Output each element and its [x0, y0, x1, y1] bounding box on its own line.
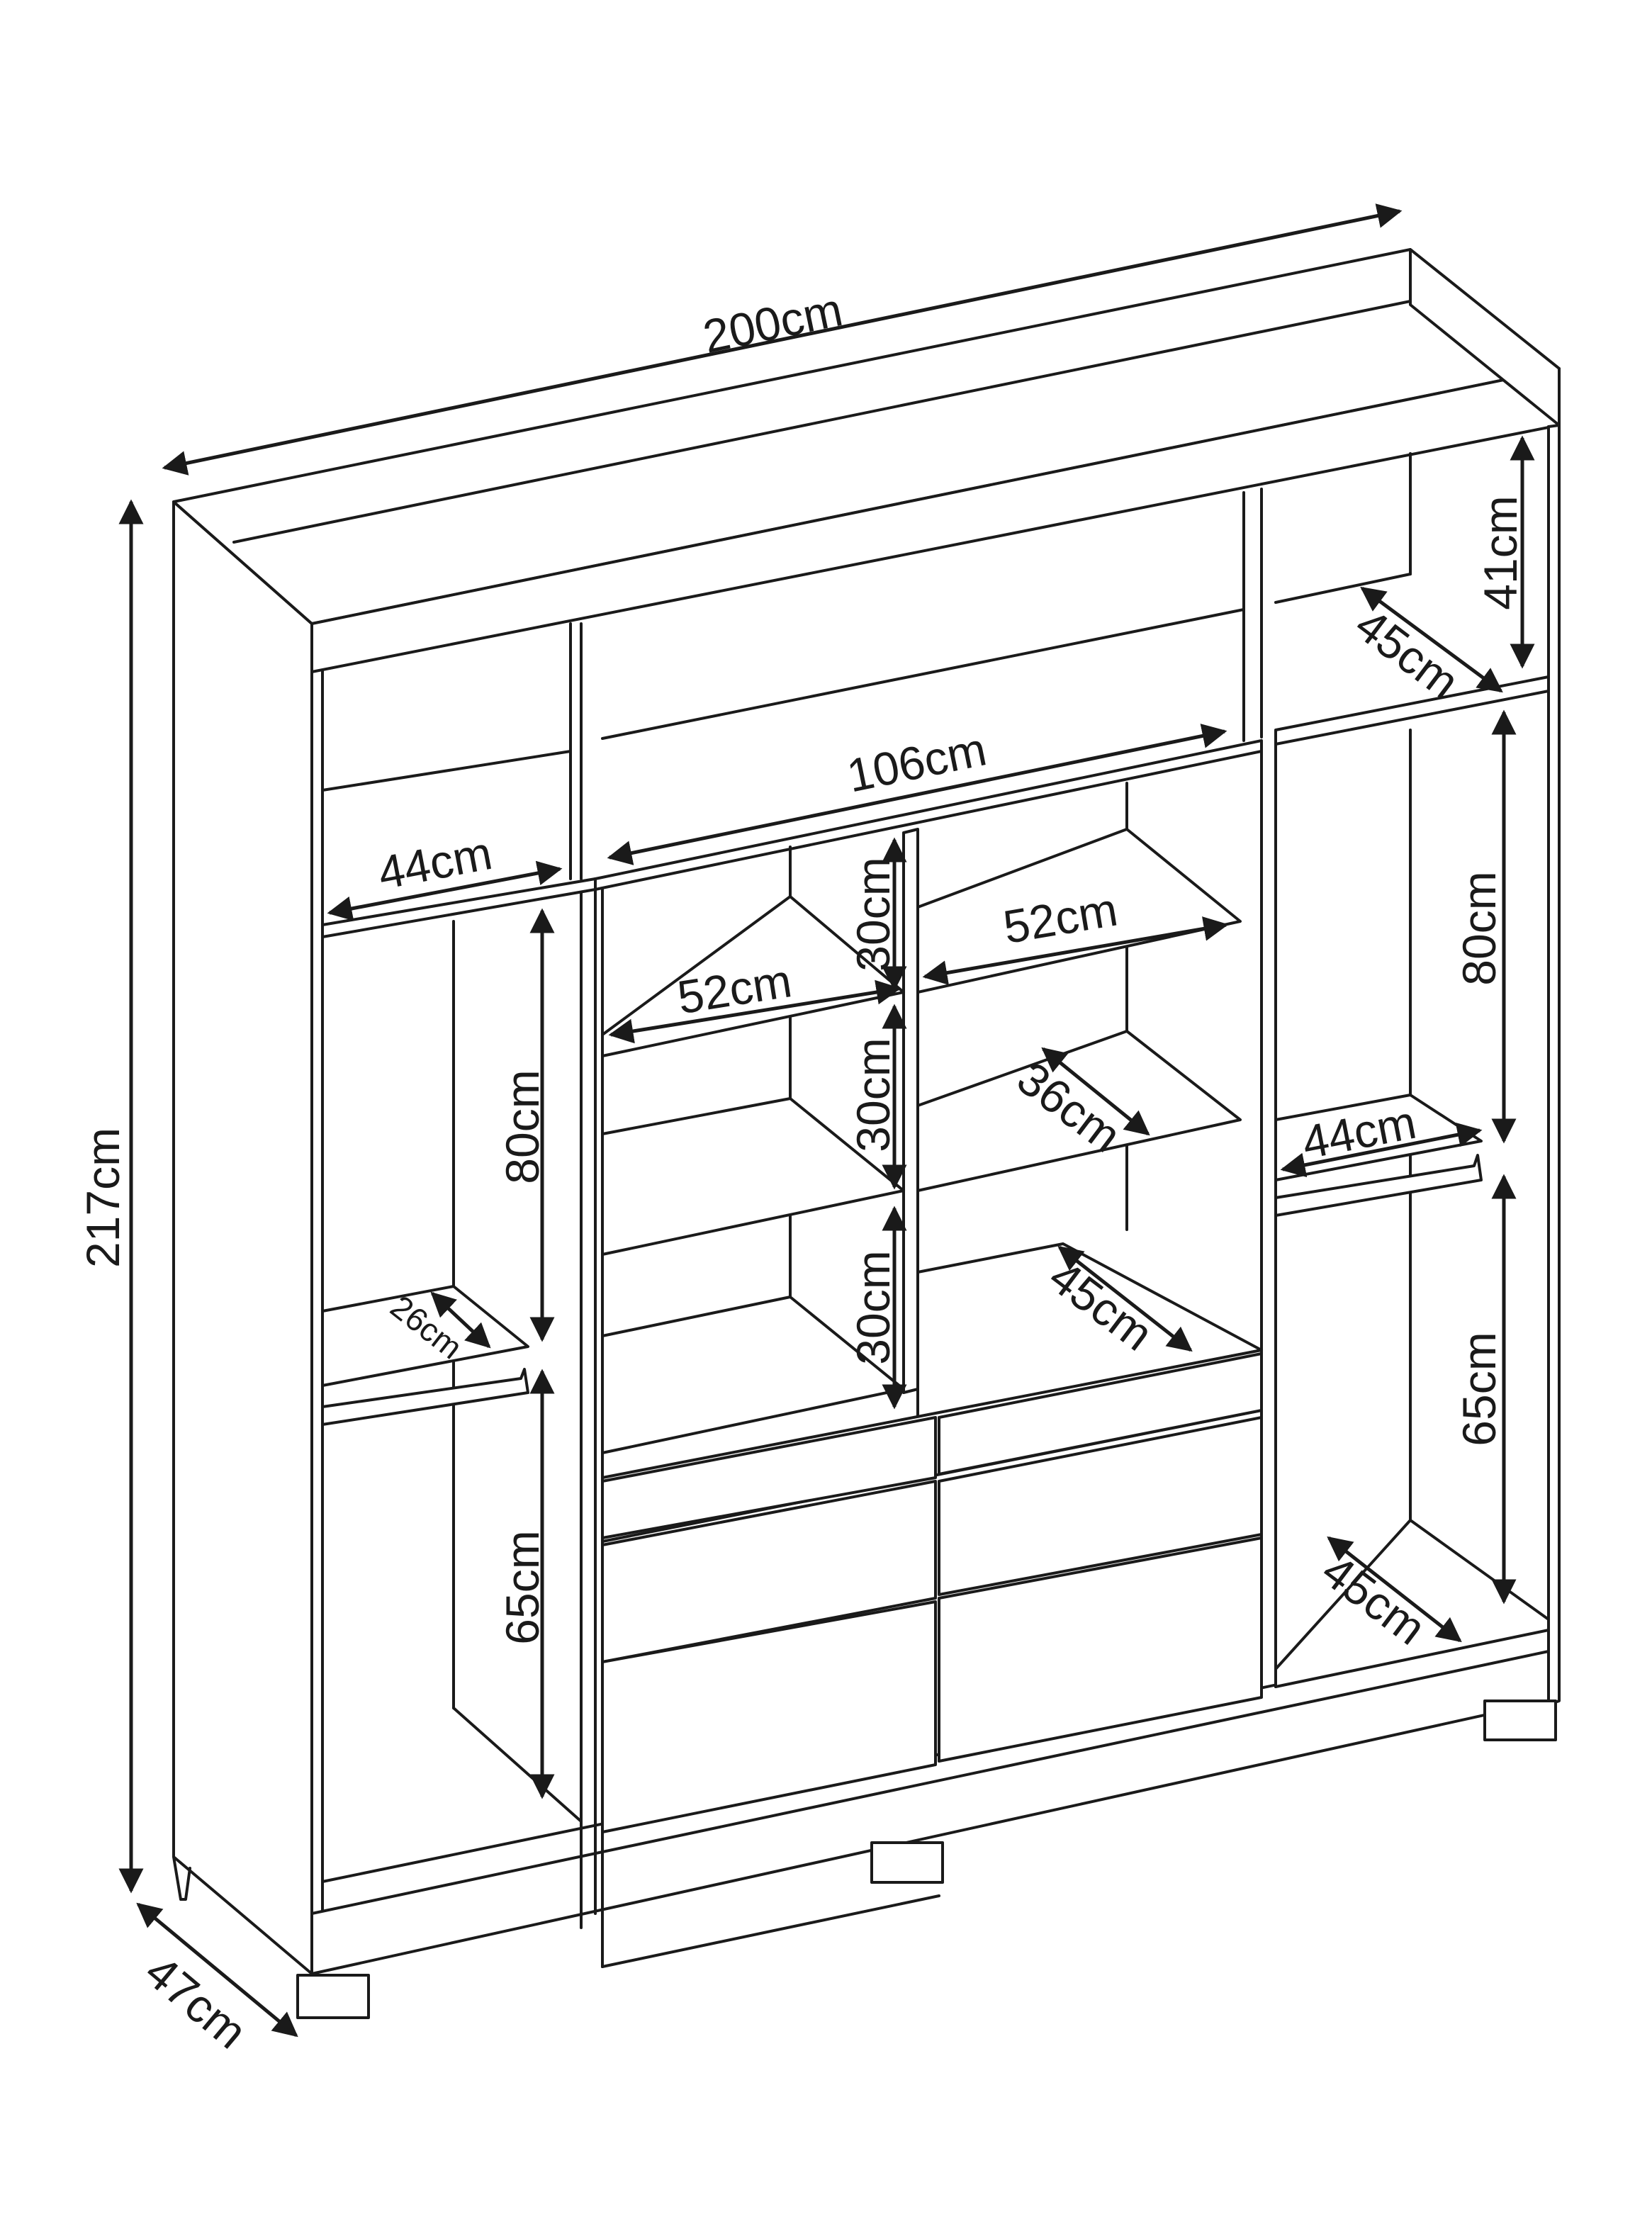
dimension-arrows	[118, 203, 1535, 2038]
foot-back-left	[172, 1855, 191, 1901]
label-total-height: 217cm	[77, 1128, 129, 1268]
center-left-shelf-2	[601, 1097, 905, 1256]
dim-arrow-total-width	[162, 203, 1403, 476]
label-top-right-height: 41cm	[1474, 495, 1527, 609]
dim-arrow-center-left-shelf	[608, 979, 901, 1044]
foot-left	[296, 1974, 370, 2019]
label-center-gap-1: 30cm	[847, 857, 899, 971]
label-left-lower-height: 65cm	[496, 1530, 549, 1644]
left-floor-edge	[452, 1707, 583, 1823]
label-left-top-shelf: 44cm	[373, 826, 495, 899]
left-side-panel	[172, 500, 313, 1975]
center-back-line	[601, 608, 1245, 740]
dim-arrow-left-top-shelf	[327, 860, 563, 921]
drawer-5	[601, 1600, 937, 1833]
foot-right	[1483, 1700, 1557, 1741]
drawer-4	[938, 1416, 1263, 1596]
dim-arrow-right-bottom-depth	[1327, 1536, 1462, 1643]
dim-arrow-center-right-depth	[1041, 1047, 1150, 1136]
left-hanging-rod	[321, 1368, 529, 1426]
label-right-rod-width: 44cm	[1298, 1096, 1420, 1169]
label-total-width: 200cm	[699, 283, 847, 363]
label-right-lower-height: 65cm	[1453, 1332, 1505, 1446]
dim-arrow-center-bottom-depth	[1057, 1245, 1193, 1352]
dim-arrow-center-width	[607, 724, 1227, 865]
label-left-upper-height: 80cm	[496, 1069, 549, 1184]
dim-arrow-left-small-shelf	[430, 1291, 491, 1349]
right-side-panel	[1547, 424, 1561, 1706]
label-top-right-depth: 45cm	[1346, 598, 1468, 709]
left-shelf-back	[321, 750, 572, 792]
drawer-1	[601, 1416, 937, 1539]
drawer-6	[938, 1536, 1263, 1763]
label-depth: 47cm	[135, 1945, 257, 2058]
foot-middle	[870, 1841, 944, 1884]
label-right-upper-height: 80cm	[1453, 871, 1505, 985]
right-top-back	[1274, 573, 1412, 604]
dim-arrow-depth	[136, 1902, 298, 2038]
label-center-gap-2: 30cm	[847, 1038, 899, 1152]
dim-arrow-right-rod	[1280, 1122, 1483, 1178]
label-center-gap-3: 30cm	[847, 1250, 899, 1364]
center-bottom-edge	[601, 1894, 940, 1968]
drawer-3	[601, 1480, 937, 1663]
right-top-shelf	[1274, 675, 1550, 746]
dim-arrow-center-right-shelf	[922, 916, 1229, 985]
drawer-2	[938, 1352, 1263, 1476]
label-center-width: 106cm	[843, 722, 991, 802]
center-vertical-divider	[902, 828, 919, 1394]
dim-arrow-top-right-depth	[1360, 586, 1503, 693]
